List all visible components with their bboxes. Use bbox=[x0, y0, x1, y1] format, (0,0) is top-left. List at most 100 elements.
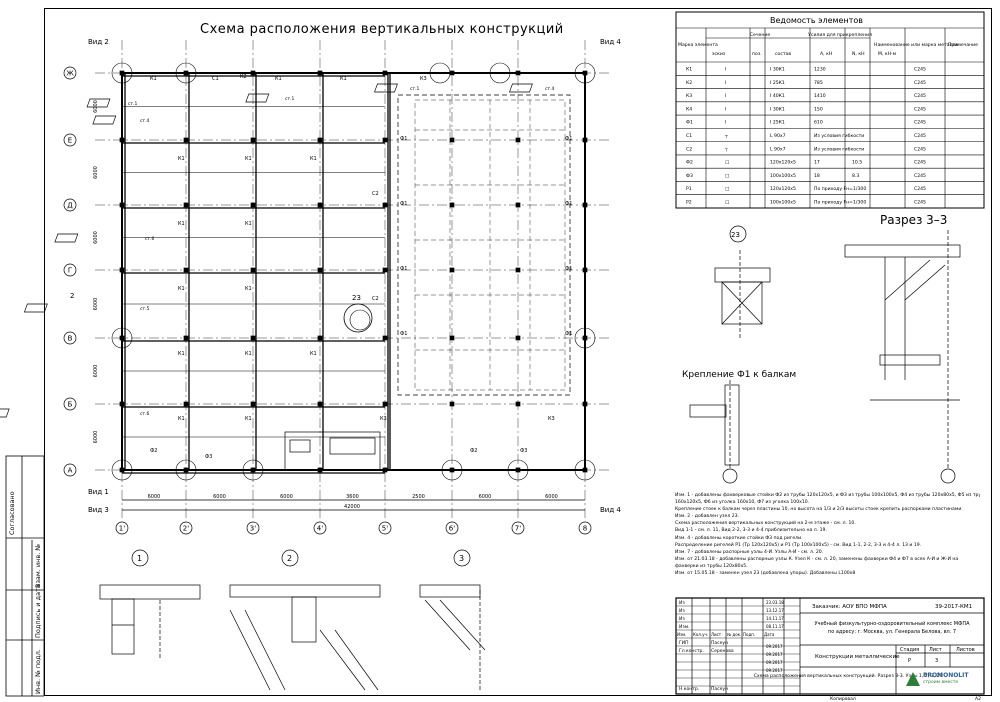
stage-value: Р bbox=[908, 658, 911, 664]
column-mark bbox=[183, 467, 189, 473]
column-mark bbox=[250, 267, 256, 273]
note-line: Схема расположения вертикальных конструк… bbox=[675, 521, 856, 527]
schedule-cell-comp: 120х120х5 bbox=[770, 160, 796, 166]
side-stamp bbox=[5, 455, 44, 697]
node-circle bbox=[574, 327, 596, 349]
schedule-cell-comp: 100х100х5 bbox=[770, 173, 796, 179]
schedule-cell-steel: С245 bbox=[914, 93, 926, 99]
column-mark bbox=[250, 137, 256, 143]
node-circle bbox=[429, 62, 451, 84]
section-2-bubble bbox=[281, 549, 299, 567]
gip-name: Пасеун bbox=[711, 640, 728, 646]
member-label: К3 bbox=[380, 416, 387, 422]
schedule-title: Ведомость элементов bbox=[770, 16, 863, 25]
member-label: К1 bbox=[178, 286, 185, 292]
column-header: Кол.уч. bbox=[693, 632, 708, 637]
column-mark bbox=[582, 202, 588, 208]
schedule-cell-a: По приходу Fн=1/300 bbox=[814, 199, 866, 205]
member-label: К3 bbox=[548, 416, 555, 422]
stair-core bbox=[284, 431, 381, 471]
section-2-label-detail: 2 bbox=[287, 554, 292, 563]
member-label: Ф1 bbox=[400, 201, 408, 207]
schedule-cell-comp: 100х100х5 bbox=[770, 199, 796, 205]
column-mark bbox=[119, 137, 125, 143]
schedule-cell-mark: Ф1 bbox=[686, 120, 693, 126]
node-tag-box bbox=[0, 408, 10, 418]
schedule-subhead: N, кН bbox=[852, 51, 865, 57]
node-circle bbox=[574, 62, 596, 84]
note-line: Изм. 2 - добавлен узел 23. bbox=[675, 514, 740, 520]
norm-role: Н.контр. bbox=[679, 686, 699, 692]
column-mark bbox=[449, 267, 455, 273]
schedule-cell-sketch: □ bbox=[725, 187, 729, 192]
schedule-head-note: Примечание bbox=[948, 42, 978, 48]
column-mark bbox=[515, 70, 521, 76]
dim-text: 3600 bbox=[346, 494, 359, 500]
column-mark bbox=[183, 401, 189, 407]
member-label: Ф3 bbox=[205, 454, 213, 460]
node-tag-label: ст.1 bbox=[410, 86, 420, 92]
member-label: К1 bbox=[310, 156, 317, 162]
column-mark bbox=[449, 401, 455, 407]
member-label: Ф1 bbox=[565, 266, 573, 272]
column-mark bbox=[119, 335, 125, 341]
note-line: Изм. от 21.03.18 - добавлены распорные у… bbox=[675, 556, 959, 562]
column-mark bbox=[515, 202, 521, 208]
column-mark bbox=[183, 202, 189, 208]
logo-tagline: строим вместе bbox=[923, 680, 959, 685]
row-axis-label: А bbox=[68, 467, 73, 475]
section-1-bubble bbox=[131, 549, 149, 567]
schedule-cell-a: Из условия гибкости bbox=[814, 133, 864, 139]
schedule-cell-sketch: □ bbox=[725, 200, 729, 205]
node-circle bbox=[507, 459, 529, 481]
dim-text: 6000 bbox=[93, 231, 99, 244]
schedule-cell-sketch: I bbox=[725, 106, 726, 112]
schedule-cell-a: Из условия гибкости bbox=[814, 146, 864, 152]
col-axis-bubble bbox=[115, 521, 129, 535]
schedule-subhead: A, кН bbox=[820, 51, 832, 57]
member-label: К1 bbox=[178, 416, 185, 422]
col-axis-bubble bbox=[511, 521, 525, 535]
cut-33-plate bbox=[879, 354, 941, 366]
date-text: 13.12.17 bbox=[766, 608, 784, 613]
column-mark bbox=[183, 70, 189, 76]
node-circle bbox=[441, 459, 463, 481]
schedule-cell-sketch: I bbox=[725, 120, 726, 126]
member-label: Ф1 bbox=[400, 266, 408, 272]
detail-sketches bbox=[99, 225, 961, 691]
stage-header: Стадия bbox=[900, 647, 919, 653]
schedule-cell-steel: С245 bbox=[914, 106, 926, 112]
dim-text: 6000 bbox=[93, 166, 99, 179]
sheet-name: Схема расположения вертикальных конструк… bbox=[754, 672, 943, 679]
cut-33-beam bbox=[844, 244, 961, 258]
column-mark bbox=[317, 467, 323, 473]
column-mark bbox=[119, 202, 125, 208]
cut-33-title: Разрез 3–3 bbox=[880, 213, 948, 227]
dim-text: 6000 bbox=[93, 365, 99, 378]
schedule-cell-sketch: ┬ bbox=[724, 147, 728, 152]
schedule-grid bbox=[675, 11, 985, 209]
schedule-cell-sketch: I bbox=[725, 93, 726, 99]
section-1-beam bbox=[99, 584, 201, 600]
member-label: К1 bbox=[245, 156, 252, 162]
customer-text: Заказчик: АОУ ВПО МФПА bbox=[812, 604, 887, 610]
column-header: Изм. bbox=[677, 632, 686, 637]
column-mark bbox=[582, 70, 588, 76]
section-3-bubble bbox=[453, 549, 471, 567]
schedule-cell-comp: 120х120х5 bbox=[770, 186, 796, 192]
member-label: Ф1 bbox=[565, 201, 573, 207]
node-tag-label: ст.6 bbox=[140, 411, 150, 417]
logo-mark-icon bbox=[906, 672, 920, 686]
node-tag-label: ст.5 bbox=[140, 306, 150, 312]
col-axis-bubble bbox=[445, 521, 459, 535]
logo-name: PROMONOLIT bbox=[923, 672, 969, 679]
schedule-cell-sketch: I bbox=[725, 80, 726, 86]
sheet-frame bbox=[44, 8, 992, 696]
dim-text: 6000 bbox=[93, 100, 99, 113]
general-notes: Изм. 1 - добавлены фахверковые стойки Ф2… bbox=[675, 492, 980, 577]
column-mark bbox=[582, 335, 588, 341]
view-label: Вид 4 bbox=[600, 506, 621, 514]
